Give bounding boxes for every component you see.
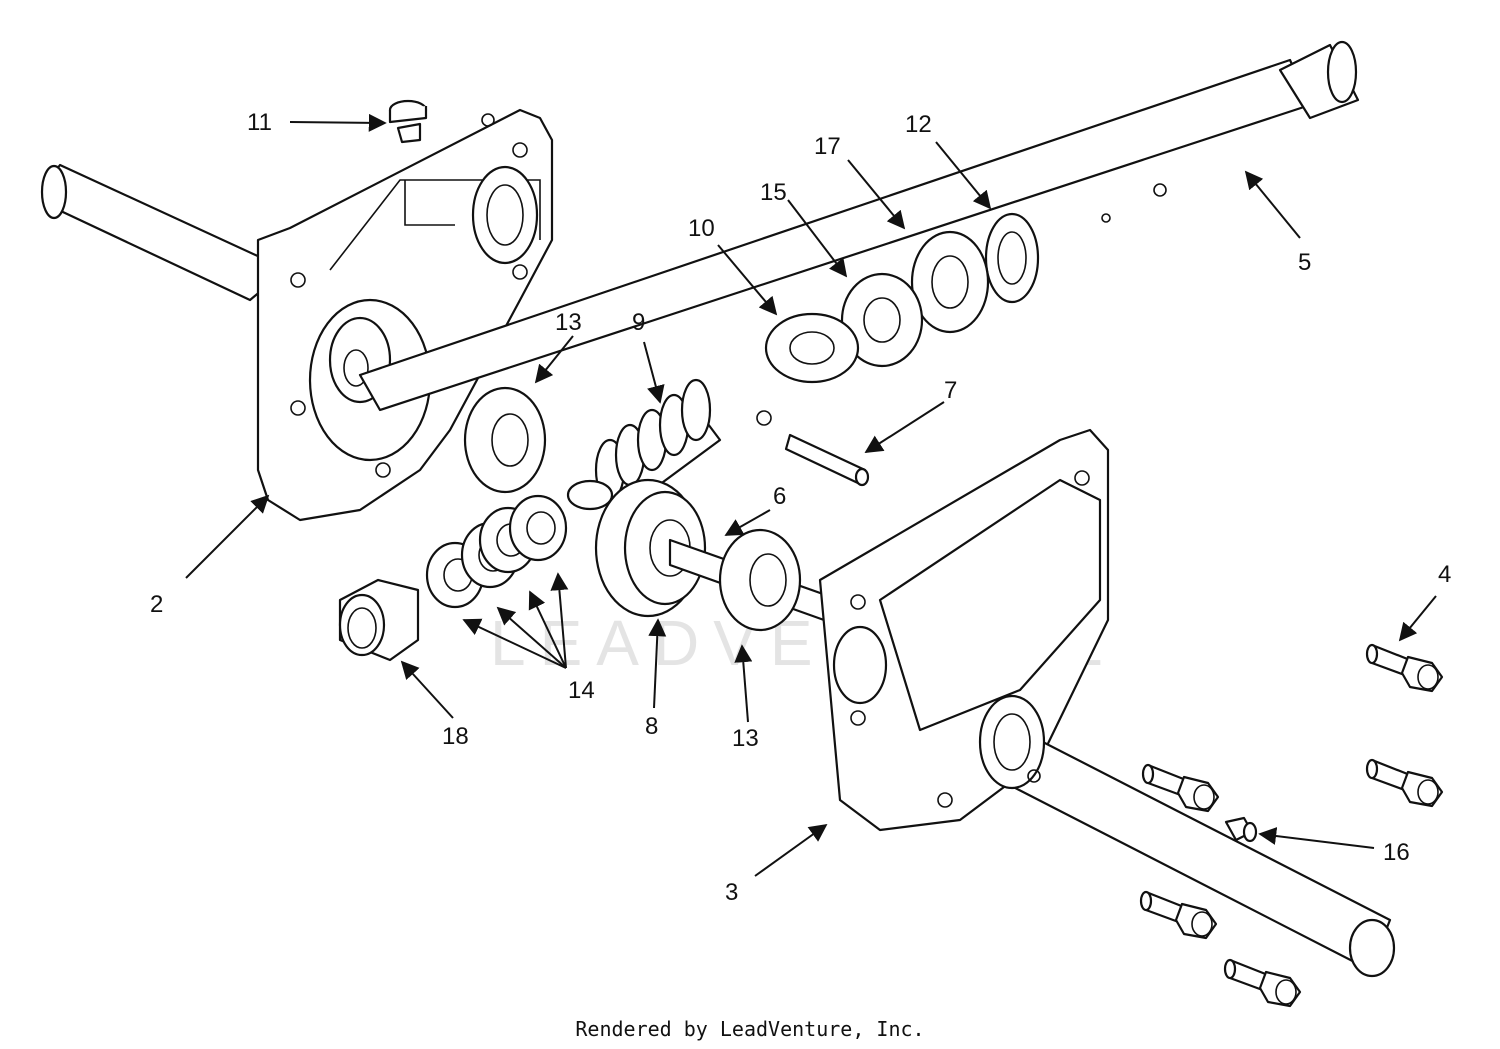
callout-5: 5 — [1298, 249, 1311, 276]
callout-8: 8 — [645, 713, 658, 740]
callout-13-top: 13 — [555, 309, 582, 336]
callout-4: 4 — [1438, 561, 1451, 588]
footer-credit: Rendered by LeadVenture, Inc. — [575, 1017, 924, 1041]
callout-16: 16 — [1383, 839, 1410, 866]
pin — [784, 433, 870, 487]
callout-7: 7 — [944, 377, 957, 404]
plug — [388, 99, 428, 144]
washer-left — [463, 386, 547, 494]
right-housing — [818, 428, 1396, 978]
callout-labels: 11 2 3 4 5 6 7 8 9 10 12 13 13 14 15 16 … — [150, 109, 1451, 906]
callout-6: 6 — [773, 483, 786, 510]
callout-2: 2 — [150, 591, 163, 618]
washer-stack — [425, 494, 568, 609]
callout-9: 9 — [632, 309, 645, 336]
main-shaft — [358, 40, 1360, 426]
callout-10: 10 — [688, 215, 715, 242]
bushing — [338, 578, 420, 662]
callout-11: 11 — [247, 109, 272, 136]
callout-12: 12 — [905, 111, 932, 138]
left-housing — [40, 108, 554, 522]
bolt-set — [1139, 643, 1444, 1008]
grease-fitting — [1224, 816, 1258, 843]
leader-lines — [185, 113, 1437, 877]
callout-17: 17 — [814, 133, 841, 160]
worm-gear — [566, 378, 722, 511]
callout-18: 18 — [442, 723, 469, 750]
callout-13-bottom: 13 — [732, 725, 759, 752]
callout-3: 3 — [725, 879, 738, 906]
worm-wheel — [594, 478, 842, 632]
callout-14: 14 — [568, 677, 595, 704]
callout-15: 15 — [760, 179, 787, 206]
